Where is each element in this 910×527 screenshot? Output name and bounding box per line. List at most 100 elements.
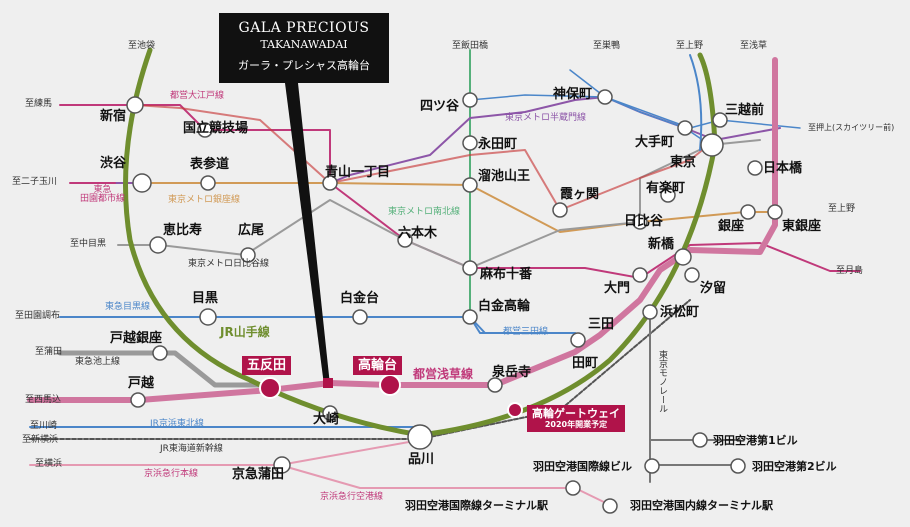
label-line-ginza: 東京メトロ銀座線 bbox=[168, 195, 241, 205]
node-otemachi bbox=[677, 120, 693, 136]
node-togoshi bbox=[130, 392, 146, 408]
label-aoyama: 青山一丁目 bbox=[325, 165, 391, 180]
label-yotsuya: 四ツ谷 bbox=[420, 99, 460, 114]
node-haneda-t1 bbox=[692, 432, 708, 448]
node-shibuya bbox=[132, 173, 152, 193]
node-hibiya bbox=[632, 214, 648, 230]
label-line-toyoko: 東急 田園都市線 bbox=[80, 185, 126, 204]
label-haneda-t2: 羽田空港第2ビル bbox=[752, 460, 837, 473]
node-shirokanetakanawa bbox=[462, 309, 478, 325]
label-haneda-dom-term: 羽田空港国内線ターミナル駅 bbox=[630, 499, 773, 512]
dir-sugamo: 至巣鴨 bbox=[593, 41, 621, 51]
label-higashiginza: 東銀座 bbox=[782, 219, 822, 234]
label-shinagawa: 品川 bbox=[408, 452, 435, 467]
node-haneda-t2 bbox=[730, 458, 746, 474]
node-haneda-intl bbox=[644, 458, 660, 474]
node-tameike bbox=[462, 177, 478, 193]
label-line-keihin: JR京浜東北線 bbox=[150, 419, 204, 429]
label-tameike: 溜池山王 bbox=[478, 169, 531, 184]
node-osaki bbox=[322, 405, 338, 421]
dir-kamata: 至蒲田 bbox=[35, 347, 63, 357]
tag-gateway-name: 高輪ゲートウェイ bbox=[532, 407, 620, 420]
brand-title-en-1: GALA PRECIOUS bbox=[238, 20, 370, 36]
node-kokuritsu bbox=[197, 122, 213, 138]
property-marker bbox=[323, 378, 333, 388]
label-jimbocho: 神保町 bbox=[553, 87, 593, 102]
line-keikyu-main bbox=[29, 439, 421, 466]
label-haneda-t1: 羽田空港第1ビル bbox=[713, 434, 798, 447]
label-shirokane: 白金台 bbox=[340, 291, 380, 306]
label-ebisu: 恵比寿 bbox=[163, 223, 203, 238]
node-nagatacho bbox=[462, 135, 478, 151]
label-kasumigaseki: 霞ヶ関 bbox=[560, 187, 600, 202]
label-hamamatsucho: 浜松町 bbox=[660, 305, 700, 320]
node-sengakuji bbox=[487, 377, 503, 393]
node-yurakucho bbox=[660, 187, 676, 203]
label-tokyo: 東京 bbox=[670, 155, 697, 170]
node-nihombashi bbox=[747, 160, 763, 176]
label-tamachi: 田町 bbox=[572, 356, 599, 371]
dir-kamino: 至上野 bbox=[828, 204, 856, 214]
label-azabu: 麻布十番 bbox=[480, 267, 533, 282]
dir-futakotamagawa: 至二子玉川 bbox=[12, 177, 58, 187]
node-ebisu bbox=[149, 236, 167, 254]
node-mitsukoshimae bbox=[712, 112, 728, 128]
label-meguro: 目黒 bbox=[192, 291, 219, 306]
label-line-keikyu-main: 京浜急行本線 bbox=[144, 469, 199, 479]
node-kasumigaseki bbox=[552, 202, 568, 218]
node-aoyama bbox=[322, 175, 338, 191]
node-haneda-dom-term bbox=[602, 498, 618, 514]
label-line-oedo: 都営大江戸線 bbox=[170, 91, 225, 101]
label-nihombashi: 日本橋 bbox=[763, 161, 803, 176]
dir-oshiage: 至押上(スカイツリー前) bbox=[808, 123, 895, 132]
node-takanawadai bbox=[379, 374, 401, 396]
label-line-mita: 都営三田線 bbox=[503, 327, 549, 337]
tag-takanawadai: 高輪台 bbox=[353, 356, 403, 375]
line-shinkansen bbox=[29, 299, 691, 440]
dir-nishimagome: 至西馬込 bbox=[25, 395, 62, 405]
line-ochanomizu bbox=[134, 104, 716, 211]
dir-kawasaki: 至川崎 bbox=[30, 421, 58, 431]
label-osaki: 大崎 bbox=[313, 412, 340, 427]
node-shinjuku bbox=[126, 96, 144, 114]
label-mita: 三田 bbox=[588, 317, 615, 332]
dir-tsukishima: 至月島 bbox=[836, 266, 864, 276]
node-shirokane bbox=[352, 309, 368, 325]
label-shinjuku: 新宿 bbox=[100, 109, 127, 124]
label-shibuya: 渋谷 bbox=[100, 156, 127, 171]
label-ginza: 銀座 bbox=[718, 219, 745, 234]
label-line-hibiya: 東京メトロ日比谷線 bbox=[188, 259, 270, 269]
line-yamanote-inner bbox=[689, 54, 703, 151]
tag-gateway-note: 2020年開業予定 bbox=[544, 420, 608, 429]
label-yurakucho: 有楽町 bbox=[646, 181, 686, 196]
dir-nakameguro: 至中目黒 bbox=[70, 239, 107, 249]
label-omotesando: 表参道 bbox=[190, 157, 230, 172]
label-daimon: 大門 bbox=[604, 281, 631, 296]
node-hiroo bbox=[240, 247, 256, 263]
label-hiroo: 広尾 bbox=[238, 223, 265, 238]
brand-title-en-2: TAKANAWADAI bbox=[260, 38, 348, 51]
label-sengakuji: 泉岳寺 bbox=[492, 365, 532, 380]
label-togoshi: 戸越 bbox=[128, 376, 155, 391]
node-jimbocho bbox=[597, 89, 613, 105]
brand-title-ja: ガーラ・プレシャス高輪台 bbox=[238, 59, 370, 72]
label-line-asakusa: 都営浅草線 bbox=[413, 367, 474, 381]
dir-ueno: 至上野 bbox=[676, 41, 704, 51]
label-line-shinkansen: JR東海道新幹線 bbox=[160, 444, 223, 454]
dir-ikebukuro: 至池袋 bbox=[128, 41, 156, 51]
node-yotsuya bbox=[462, 92, 478, 108]
node-meguro bbox=[199, 308, 217, 326]
label-haneda-intl-term: 羽田空港国際線ターミナル駅 bbox=[405, 499, 548, 512]
node-azabu bbox=[462, 260, 478, 276]
node-togoshiginza bbox=[152, 345, 168, 361]
label-shiodome: 汐留 bbox=[700, 281, 727, 296]
label-line-yamanote: JR山手線 bbox=[220, 325, 270, 339]
label-keikyukamata: 京急蒲田 bbox=[232, 467, 285, 482]
label-otemachi: 大手町 bbox=[635, 135, 675, 150]
label-line-monorail: 東京モノレール bbox=[657, 350, 667, 413]
node-roppongi bbox=[397, 232, 413, 248]
label-line-namboku: 東京メトロ南北線 bbox=[388, 207, 461, 217]
node-haneda-intl-term bbox=[565, 480, 581, 496]
label-line-ikegami: 東急池上線 bbox=[75, 357, 121, 367]
